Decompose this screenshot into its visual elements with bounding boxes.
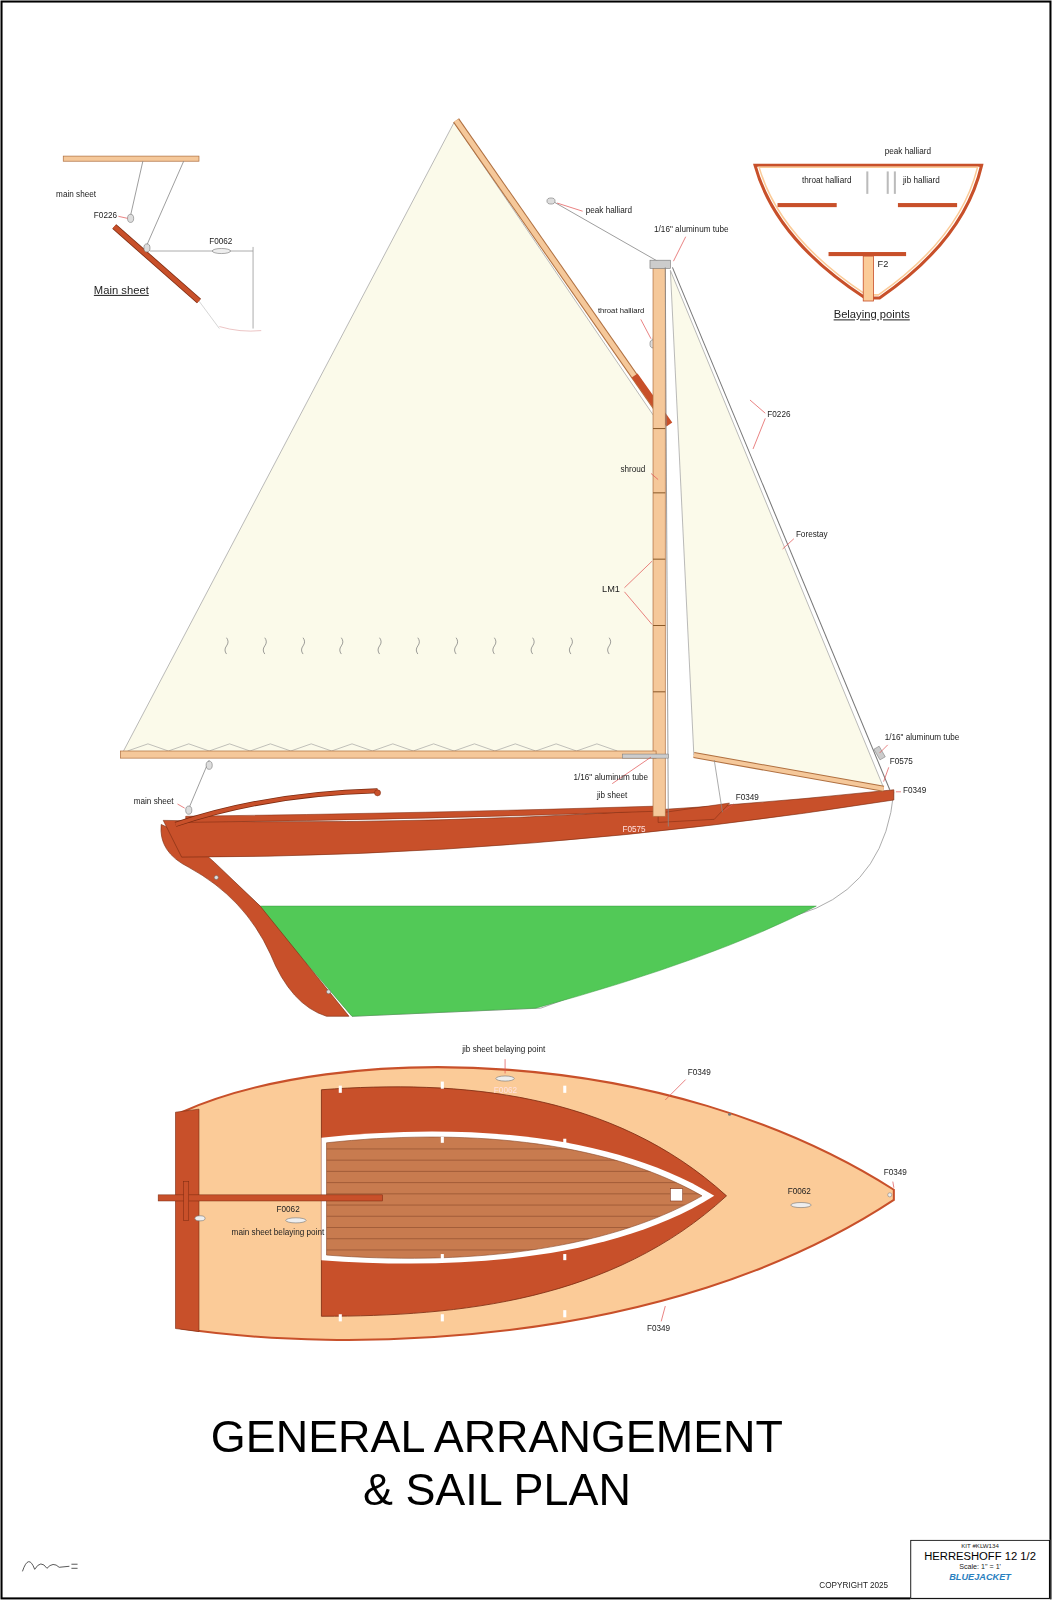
signature — [22, 1562, 77, 1572]
callout-number: F0349 — [903, 786, 926, 796]
callout-number: F0226 — [94, 211, 117, 221]
part-label: 1/16" aluminum tube — [573, 772, 648, 782]
plan-view — [158, 1067, 894, 1340]
hull-profile — [161, 790, 894, 1017]
callout-number: F0349 — [647, 1323, 670, 1333]
rope-label: throat halliard — [598, 306, 644, 315]
callout-number: LM1 — [602, 584, 620, 595]
leader-lines — [178, 203, 901, 1321]
rope-label: shroud — [620, 465, 645, 475]
callout-number: F0226 — [767, 410, 790, 420]
drawing-title: GENERAL ARRANGEMENT & SAIL PLAN — [196, 1410, 798, 1516]
copyright-note: COPYRIGHT 2025 — [819, 1581, 888, 1591]
callout-number: F0062 — [209, 237, 232, 247]
rope-label: main sheet — [56, 190, 96, 200]
callout-number: F0062 — [494, 1086, 517, 1096]
callout-number: F0575 — [622, 824, 645, 834]
rope-label: throat halliard — [802, 176, 851, 186]
rig — [120, 120, 889, 826]
part-label: 1/16" aluminum tube — [885, 733, 960, 743]
title-block-text: HERRESHOFF 12 1/2 — [915, 1550, 1045, 1563]
callout-number: F0349 — [884, 1168, 907, 1178]
rope-label: Forestay — [796, 530, 828, 540]
rope-label: jib sheet — [597, 791, 627, 801]
inset-title: Belaying points — [834, 308, 910, 321]
title-block-text: KIT #KLW134 — [915, 1543, 1045, 1550]
main-sheet-inset — [63, 156, 261, 331]
part-label: F2 — [878, 259, 889, 270]
callout-number: F0349 — [736, 793, 759, 803]
note-label: main sheet belaying point — [232, 1228, 325, 1238]
title-block: KIT #KLW134HERRESHOFF 12 1/2Scale: 1" = … — [910, 1540, 1050, 1599]
note-label: jib sheet belaying point — [462, 1045, 545, 1055]
rope-label: main sheet — [134, 797, 174, 807]
section-inset — [755, 165, 982, 301]
title-block-text: Scale: 1" = 1' — [915, 1563, 1045, 1571]
maker-logo: BLUEJACKET — [915, 1571, 1045, 1582]
part-label: 1/16" aluminum tube — [654, 224, 729, 234]
rope-label: jib halliard — [903, 176, 940, 186]
callout-number: F0575 — [890, 757, 913, 767]
callout-number: F0349 — [688, 1068, 711, 1078]
rope-label: peak halliard — [885, 147, 931, 157]
callout-number: F0062 — [277, 1205, 300, 1215]
callout-number: F0062 — [788, 1187, 811, 1197]
inset-title: Main sheet — [94, 284, 149, 297]
rope-label: peak halliard — [586, 206, 632, 216]
